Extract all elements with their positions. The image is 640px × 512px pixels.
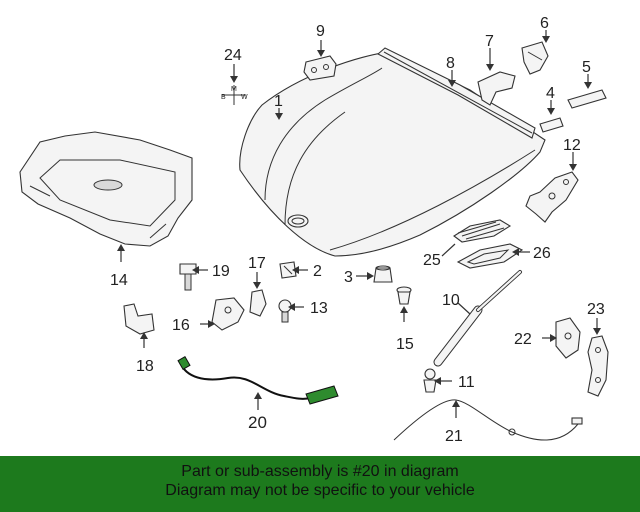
- ball-stud-part-11: [423, 368, 437, 393]
- hood-part: [239, 51, 546, 257]
- clip-part-2: [279, 261, 297, 279]
- callout-21[interactable]: 21: [445, 428, 463, 445]
- callout-23[interactable]: 23: [587, 301, 605, 318]
- callout-24[interactable]: 24: [224, 47, 242, 64]
- callout-25[interactable]: 25: [423, 252, 441, 269]
- callout-5[interactable]: 5: [582, 59, 591, 76]
- release-cable-part-21: [393, 399, 583, 441]
- trim-part-5: [567, 89, 607, 109]
- pin-part-15: [396, 286, 412, 305]
- callout-16[interactable]: 16: [172, 317, 190, 334]
- callout-1[interactable]: 1: [274, 93, 283, 110]
- callout-26[interactable]: 26: [533, 245, 551, 262]
- callout-20[interactable]: 20: [248, 413, 267, 432]
- notice-line-2: Diagram may not be specific to your vehi…: [165, 482, 475, 499]
- parts-diagram: B M W 24 1 9 8 7 6: [19, 15, 609, 445]
- callout-6[interactable]: 6: [540, 15, 549, 32]
- bracket-part-18: [123, 303, 155, 335]
- notice-banner: Part or sub-assembly is #20 in diagram D…: [0, 456, 640, 512]
- callout-15[interactable]: 15: [396, 336, 414, 353]
- callout-7[interactable]: 7: [485, 33, 494, 50]
- grille-part-25: [453, 219, 512, 243]
- callout-19[interactable]: 19: [212, 263, 230, 280]
- release-cable-part-20[interactable]: [177, 355, 339, 405]
- bumper-part-3: [373, 265, 393, 283]
- callout-18[interactable]: 18: [136, 358, 154, 375]
- callout-4[interactable]: 4: [546, 85, 555, 102]
- emblem-letter-m: M: [231, 86, 237, 93]
- bracket-part-22: [555, 317, 581, 359]
- seal-strip-part-8: [377, 47, 536, 139]
- hinge-part-23: [587, 335, 609, 397]
- callout-9[interactable]: 9: [316, 23, 325, 40]
- trim-part-4: [539, 117, 564, 133]
- bolt-part-19: [179, 263, 197, 291]
- screw-part-13: [278, 299, 292, 323]
- emblem-letter-b: B: [221, 94, 226, 101]
- insulation-pad-part-14: [19, 131, 193, 247]
- callout-10[interactable]: 10: [442, 292, 460, 309]
- callout-12[interactable]: 12: [563, 137, 581, 154]
- callout-11[interactable]: 11: [458, 374, 475, 391]
- bracket-part-16: [211, 297, 245, 331]
- callout-2[interactable]: 2: [313, 263, 322, 280]
- gas-strut-part-10: [433, 270, 522, 367]
- callout-3[interactable]: 3: [344, 269, 353, 286]
- clip-part-17: [249, 289, 267, 317]
- bracket-part-7: [477, 71, 516, 106]
- callout-17[interactable]: 17: [248, 255, 266, 272]
- callout-8[interactable]: 8: [446, 55, 455, 72]
- notice-line-1: Part or sub-assembly is #20 in diagram: [181, 463, 459, 480]
- emblem-part: B M W: [221, 64, 248, 105]
- gasket-part-26: [456, 243, 524, 269]
- latch-part-12: [525, 171, 579, 223]
- hinge-bracket-part-9: [303, 55, 337, 81]
- bracket-part-6: [521, 41, 549, 75]
- callout-22[interactable]: 22: [514, 331, 532, 348]
- callout-14[interactable]: 14: [110, 272, 128, 289]
- callout-13[interactable]: 13: [310, 300, 328, 317]
- emblem-letter-w: W: [241, 94, 248, 101]
